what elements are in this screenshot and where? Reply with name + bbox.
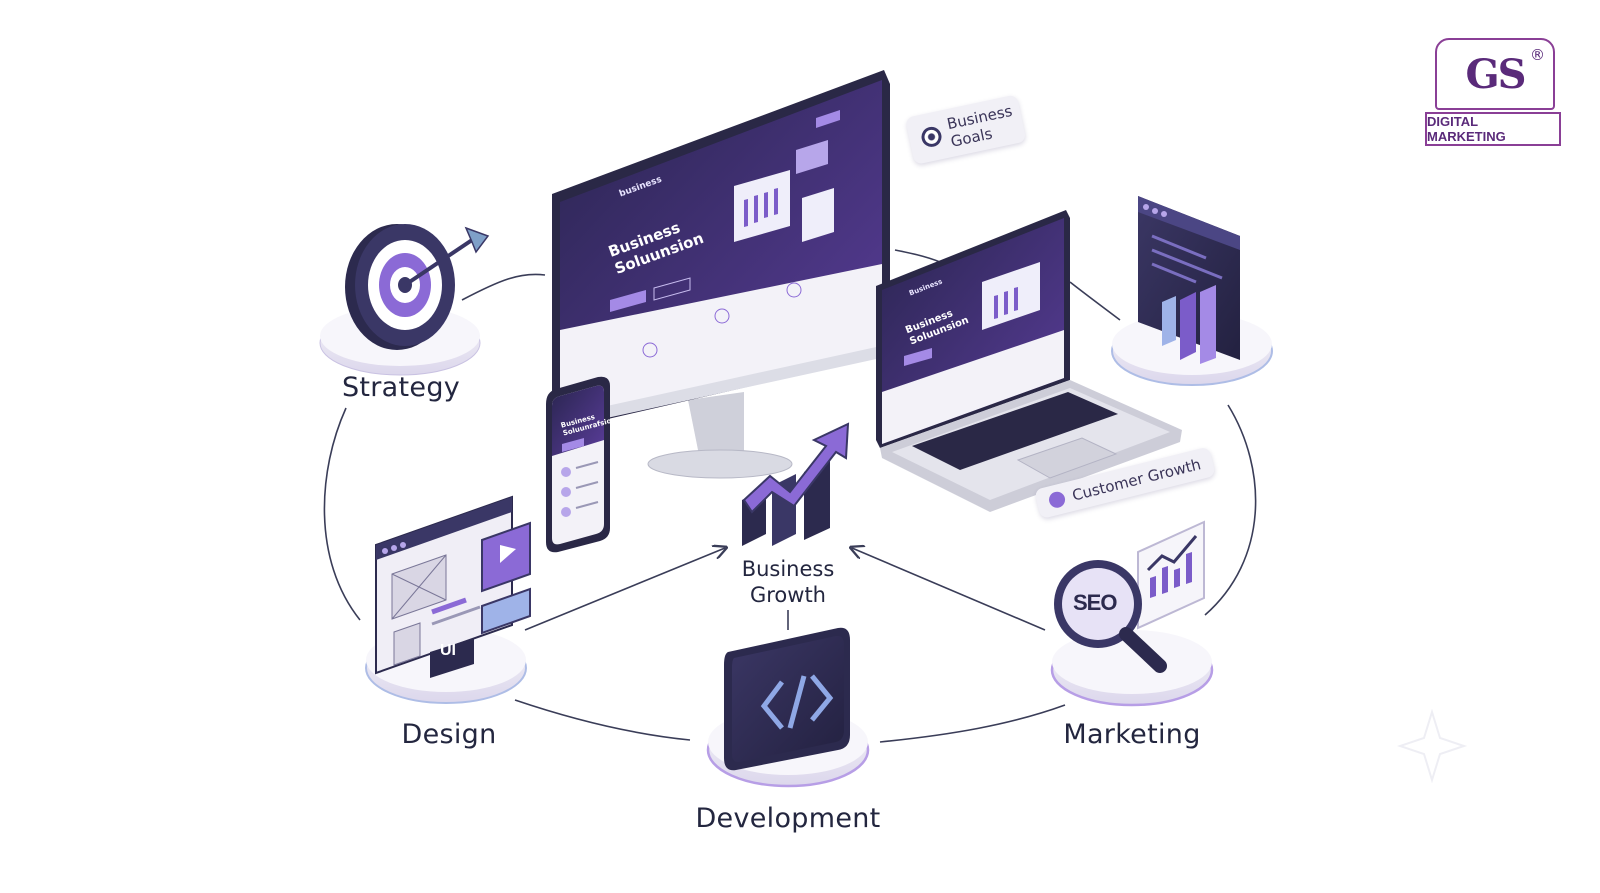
logo-tagline: DIGITAL MARKETING	[1425, 112, 1561, 146]
sparkle-icon	[1396, 708, 1468, 784]
seo-magnifier-icon	[1050, 520, 1214, 707]
seo-badge: SEO	[1073, 590, 1117, 615]
gs-digital-marketing-logo: GS ® DIGITAL MARKETING	[1425, 38, 1561, 150]
business-growth-line1: Business	[741, 557, 835, 581]
development-label: Development	[695, 803, 881, 834]
marketing-label: Marketing	[1063, 719, 1201, 750]
logo-badge: GS ®	[1435, 38, 1555, 110]
wireframe-icon	[365, 495, 531, 704]
business-goals-label: Business Goals	[945, 101, 1014, 151]
code-block-icon	[706, 627, 870, 788]
cycle-connectors	[323, 249, 1257, 743]
smartphone	[546, 376, 610, 553]
design-label: Design	[401, 719, 497, 750]
logo-text: GS	[1465, 50, 1526, 98]
ui-badge: UI	[440, 642, 456, 659]
business-growth-label: Business Growth	[708, 556, 868, 608]
growth-chart-icon	[742, 422, 850, 546]
target-badge-icon	[919, 125, 944, 149]
business-growth-line2: Growth	[749, 583, 826, 607]
registered-mark: ®	[1530, 46, 1545, 64]
desktop-monitor	[552, 70, 890, 479]
laptop	[876, 210, 1182, 512]
strategy-label: Strategy	[341, 372, 461, 403]
target-icon	[319, 224, 490, 376]
customer-badge-icon	[1047, 490, 1067, 510]
analytics-window-icon	[1111, 196, 1273, 386]
